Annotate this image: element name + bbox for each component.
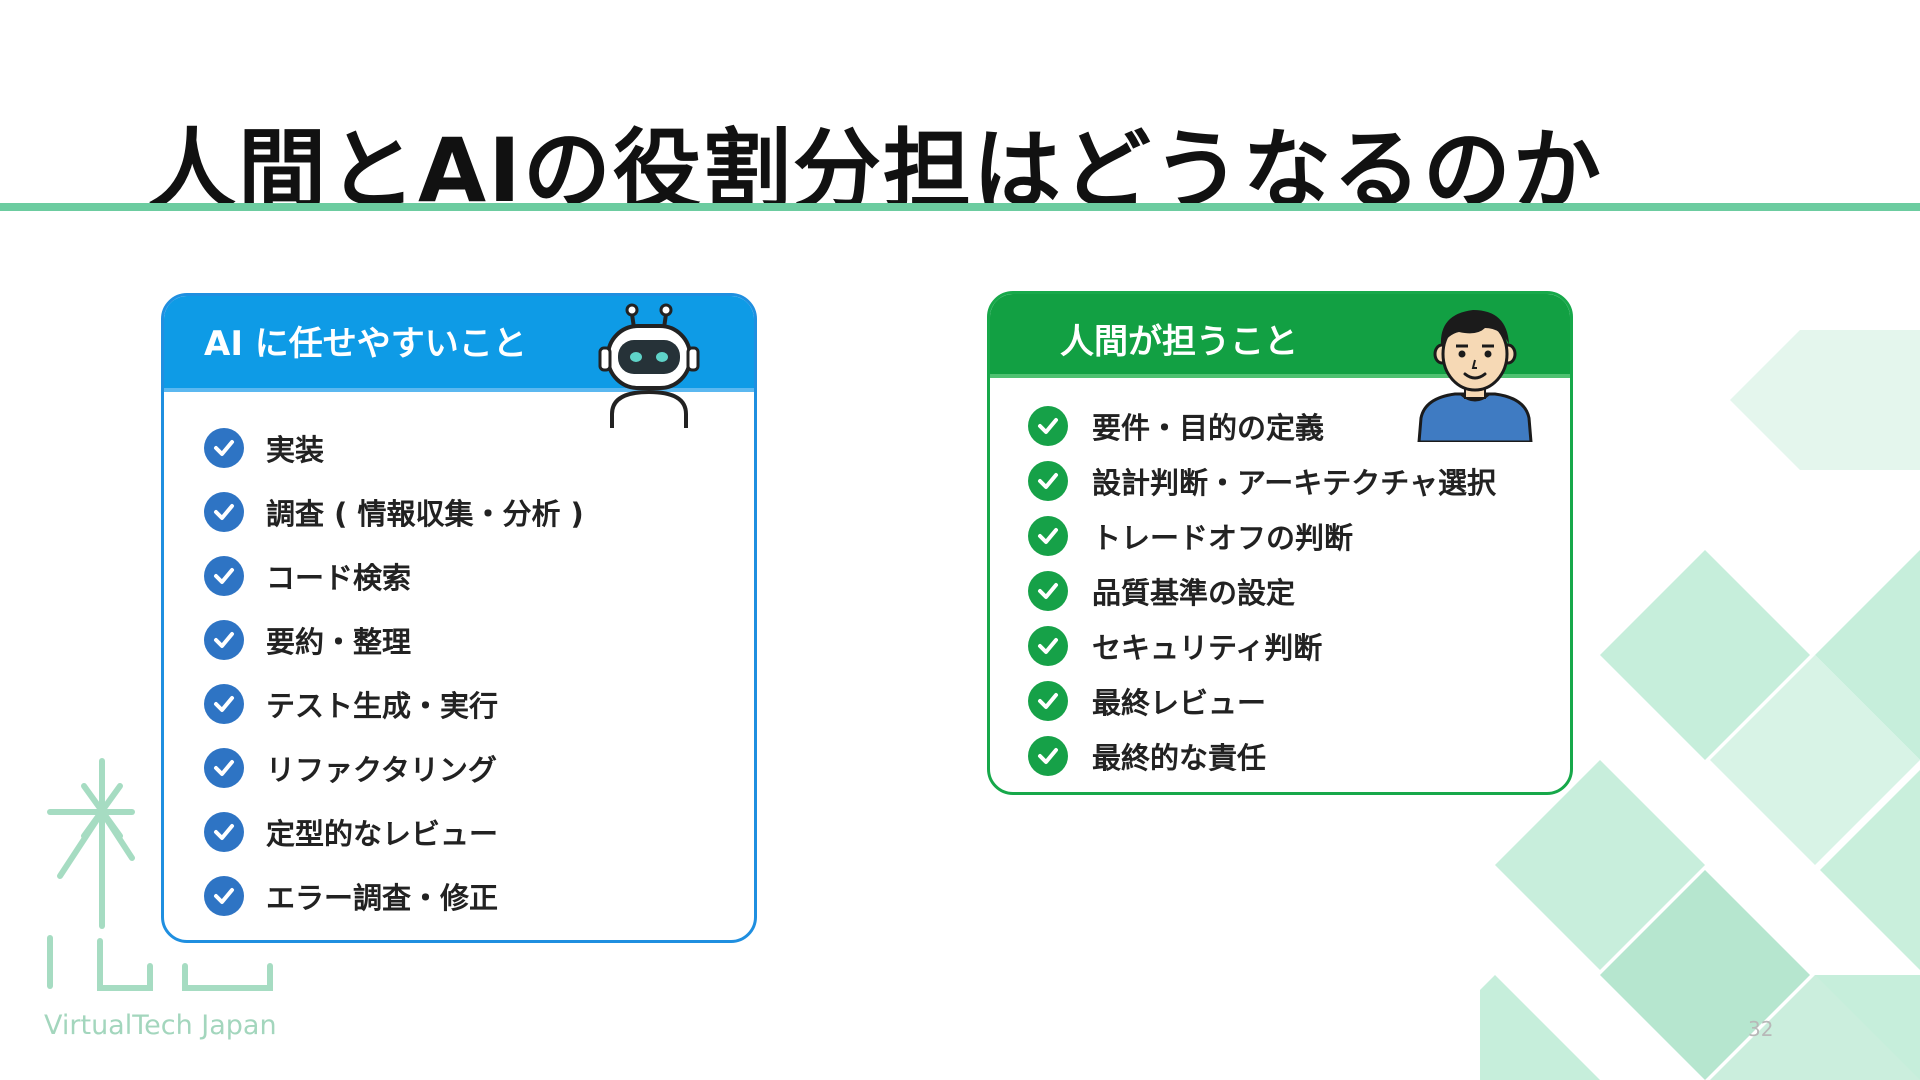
ai-task-list: 実装 調査 ( 情報収集・分析 ) コード検索 要約・整理 テスト生成・実行 リ… <box>204 416 584 928</box>
checkmark-icon <box>1028 515 1068 556</box>
list-item-label: テスト生成・実行 <box>266 689 499 723</box>
checkmark-icon <box>1028 735 1068 776</box>
ai-tasks-card: AI に任せやすいこと 実装 調査 ( 情報収 <box>161 293 757 943</box>
human-task-list: 要件・目的の定義 設計判断・アーキテクチャ選択 トレードオフの判断 品質基準の設… <box>1028 398 1496 783</box>
human-card-title: 人間が担うこと <box>1060 322 1298 362</box>
list-item: エラー調査・修正 <box>204 864 584 928</box>
list-item: 最終レビュー <box>1028 673 1496 728</box>
list-item: 実装 <box>204 416 584 480</box>
list-item: リファクタリング <box>204 736 584 800</box>
list-item-label: 調査 ( 情報収集・分析 ) <box>266 497 584 531</box>
list-item: 品質基準の設定 <box>1028 563 1496 618</box>
page-number: 32 <box>1748 1017 1774 1041</box>
list-item-label: 設計判断・アーキテクチャ選択 <box>1092 465 1496 500</box>
list-item-label: 定型的なレビュー <box>266 817 499 851</box>
title-underline <box>0 203 1920 211</box>
list-item-label: エラー調査・修正 <box>266 881 499 915</box>
checkmark-icon <box>1028 625 1068 666</box>
checkmark-icon <box>1028 460 1068 501</box>
person-icon <box>1417 310 1533 442</box>
list-item: 最終的な責任 <box>1028 728 1496 783</box>
list-item: 調査 ( 情報収集・分析 ) <box>204 480 584 544</box>
checkmark-icon <box>1028 680 1068 721</box>
list-item: 定型的なレビュー <box>204 800 584 864</box>
checkmark-icon <box>204 620 244 660</box>
human-tasks-card: 人間が担うこと 要件・目的の定義 <box>987 291 1573 795</box>
checkmark-icon <box>204 876 244 916</box>
virtualtech-logo <box>47 758 273 991</box>
human-card-header-divider <box>990 374 1570 378</box>
list-item-label: コード検索 <box>266 561 412 595</box>
list-item-label: 要件・目的の定義 <box>1092 410 1325 445</box>
checkmark-icon <box>204 748 244 788</box>
list-item-label: セキュリティ判断 <box>1092 630 1323 665</box>
diamond-pattern-decoration <box>1480 330 1920 1080</box>
list-item-label: トレードオフの判断 <box>1092 520 1354 555</box>
list-item-label: リファクタリング <box>266 753 497 787</box>
logo-text: VirtualTech Japan <box>44 1010 277 1041</box>
checkmark-icon <box>204 492 244 532</box>
list-item: 要約・整理 <box>204 608 584 672</box>
list-item: 設計判断・アーキテクチャ選択 <box>1028 453 1496 508</box>
list-item-label: 最終的な責任 <box>1092 740 1267 775</box>
ai-card-header-divider <box>164 388 754 392</box>
list-item: トレードオフの判断 <box>1028 508 1496 563</box>
checkmark-icon <box>204 684 244 724</box>
list-item: テスト生成・実行 <box>204 672 584 736</box>
list-item-label: 実装 <box>266 433 325 467</box>
checkmark-icon <box>204 812 244 852</box>
list-item: セキュリティ判断 <box>1028 618 1496 673</box>
checkmark-icon <box>204 556 244 596</box>
ai-card-title: AI に任せやすいこと <box>204 324 527 364</box>
list-item: コード検索 <box>204 544 584 608</box>
checkmark-icon <box>1028 405 1068 446</box>
list-item: 要件・目的の定義 <box>1028 398 1496 453</box>
robot-icon <box>598 303 700 428</box>
list-item-label: 品質基準の設定 <box>1092 575 1296 610</box>
list-item-label: 最終レビュー <box>1092 685 1267 720</box>
checkmark-icon <box>204 428 244 468</box>
checkmark-icon <box>1028 570 1068 611</box>
list-item-label: 要約・整理 <box>266 625 412 659</box>
